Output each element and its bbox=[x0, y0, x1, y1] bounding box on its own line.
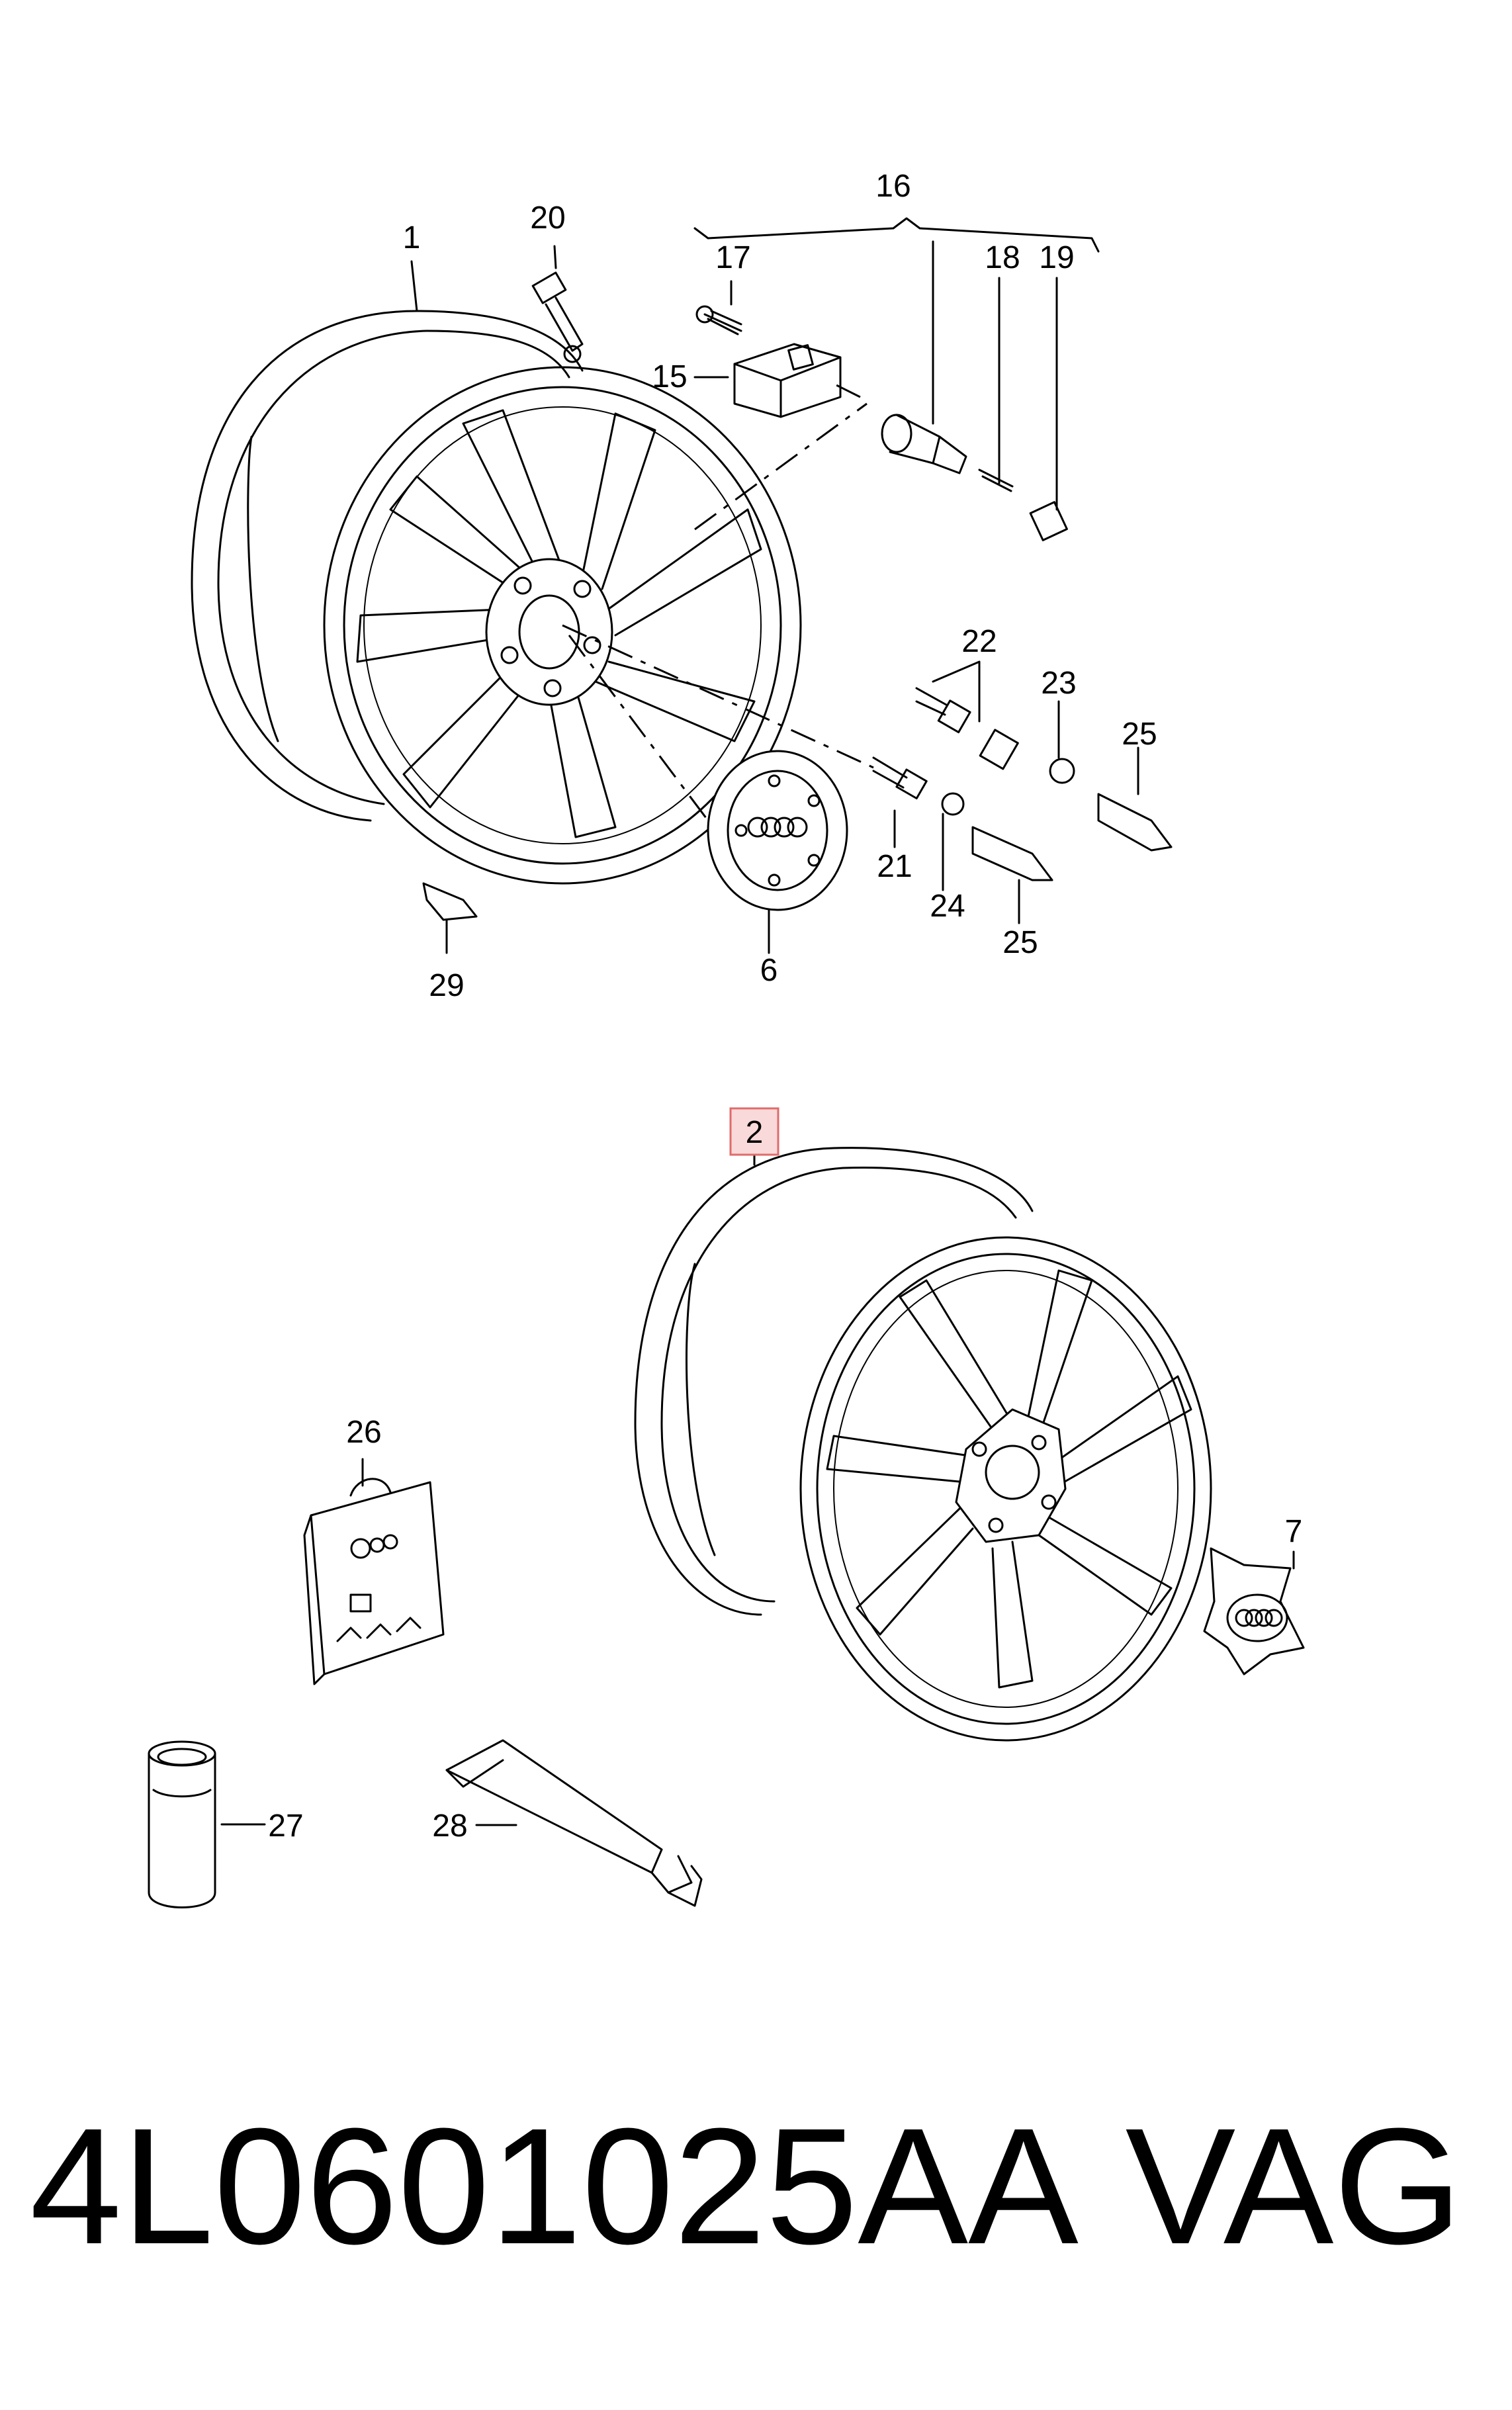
tube-28-drawing bbox=[445, 1739, 703, 1907]
callout-15[interactable]: 15 bbox=[652, 359, 687, 394]
spray-can-27-drawing bbox=[148, 1740, 216, 1908]
callout-16[interactable]: 16 bbox=[875, 169, 911, 204]
callout-27[interactable]: 27 bbox=[268, 1808, 303, 1844]
assembly-lines bbox=[562, 382, 874, 821]
valve-20-drawing bbox=[531, 271, 584, 363]
callout-25-upper[interactable]: 25 bbox=[1122, 717, 1157, 752]
callout-labels: 1 2 6 7 15 16 17 18 19 20 21 22 23 24 25… bbox=[268, 169, 1302, 1844]
bolts-21-25-drawing bbox=[872, 687, 1173, 881]
valve-kit-16-drawing bbox=[881, 414, 1068, 541]
callout-21[interactable]: 21 bbox=[877, 849, 912, 884]
callout-7[interactable]: 7 bbox=[1285, 1514, 1303, 1549]
callout-29[interactable]: 29 bbox=[429, 968, 464, 1003]
callout-28[interactable]: 28 bbox=[432, 1808, 467, 1844]
callout-24[interactable]: 24 bbox=[930, 889, 965, 924]
callout-19[interactable]: 19 bbox=[1039, 240, 1074, 275]
brand-label: VAG bbox=[1126, 2094, 1462, 2278]
callout-17[interactable]: 17 bbox=[715, 240, 750, 275]
paint-kit-26-drawing bbox=[303, 1478, 445, 1685]
callout-2[interactable]: 2 bbox=[746, 1115, 764, 1150]
callout-18[interactable]: 18 bbox=[985, 240, 1020, 275]
wheel-1-drawing bbox=[191, 310, 802, 921]
wheel-2-drawing bbox=[634, 1147, 1212, 1742]
part-number: 4L0601025AA bbox=[30, 2094, 1079, 2278]
callout-26[interactable]: 26 bbox=[346, 1415, 381, 1450]
leader-lines bbox=[220, 217, 1295, 1826]
hub-cap-6-drawing bbox=[707, 750, 848, 911]
callout-6[interactable]: 6 bbox=[760, 953, 778, 988]
hub-cap-7-drawing bbox=[1203, 1547, 1305, 1675]
callout-1[interactable]: 1 bbox=[403, 220, 421, 255]
tpms-sensor-15-drawing bbox=[695, 305, 842, 418]
callout-23[interactable]: 23 bbox=[1041, 666, 1076, 701]
callout-20[interactable]: 20 bbox=[530, 201, 565, 236]
callout-2-highlight bbox=[729, 1107, 779, 1156]
callout-22[interactable]: 22 bbox=[961, 624, 997, 659]
callout-25-lower[interactable]: 25 bbox=[1002, 925, 1038, 960]
